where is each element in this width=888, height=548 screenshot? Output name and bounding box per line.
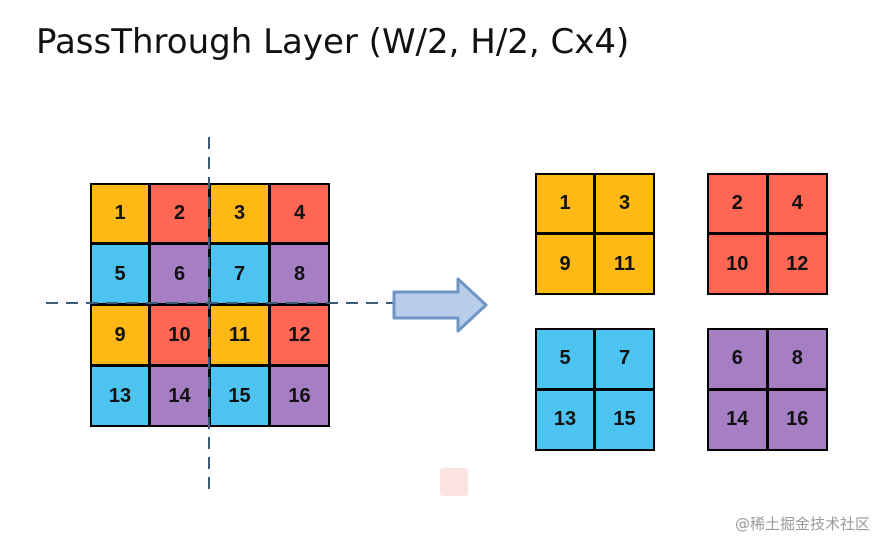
grid-cell: 8 <box>766 328 828 390</box>
grid-cell: 8 <box>269 243 330 305</box>
grid-cell: 9 <box>535 233 595 295</box>
grid-cell: 1 <box>535 173 595 234</box>
faint-artifact <box>440 468 468 496</box>
grid-cell: 12 <box>766 233 828 295</box>
grid-cell: 14 <box>707 388 768 451</box>
grid-cell: 13 <box>90 365 150 427</box>
grid-cell: 1 <box>90 183 150 244</box>
watermark: @稀土掘金技术社区 <box>734 515 870 533</box>
grid-cell: 13 <box>535 388 595 451</box>
grid-cell: 10 <box>707 233 768 295</box>
grid-cell: 15 <box>209 365 270 427</box>
grid-cell: 5 <box>535 328 595 390</box>
right-arrow-icon <box>392 277 488 333</box>
grid-cell: 16 <box>766 388 828 451</box>
grid-cell: 7 <box>594 328 655 390</box>
grid-cell: 15 <box>594 388 655 451</box>
grid-cell: 11 <box>594 233 655 295</box>
grid-cell: 9 <box>90 304 150 366</box>
grid-cell: 3 <box>594 173 655 234</box>
grid-cell: 2 <box>707 173 768 234</box>
grid-cell: 16 <box>269 365 330 427</box>
grid-cell: 12 <box>269 304 330 366</box>
grid-cell: 5 <box>90 243 150 305</box>
diagram-title: PassThrough Layer (W/2, H/2, Cx4) <box>36 22 630 62</box>
grid-cell: 4 <box>766 173 828 234</box>
grid-cell: 4 <box>269 183 330 244</box>
grid-cell: 6 <box>707 328 768 390</box>
grid-cell: 11 <box>209 304 270 366</box>
grid-cell: 10 <box>149 304 210 366</box>
